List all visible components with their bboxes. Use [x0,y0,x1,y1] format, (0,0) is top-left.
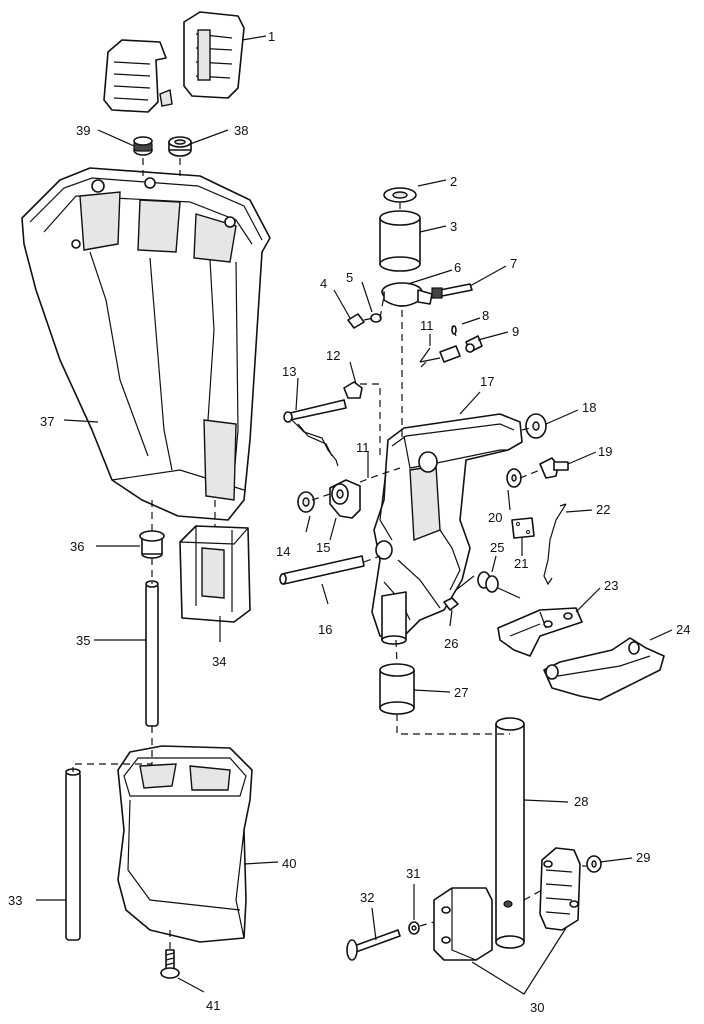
callout-33: 33 [8,893,22,908]
callout-20: 20 [488,510,502,525]
callout-41: 41 [206,998,220,1013]
callout-21: 21 [514,556,528,571]
part-8-pin [451,325,457,337]
part-33-tube [65,768,81,941]
part-1-cover-pair [103,11,245,113]
part-19-bolt [539,457,569,479]
callout-26: 26 [444,636,458,651]
leader-lines [36,35,673,995]
callout-23: 23 [604,578,618,593]
part-13-rod [283,399,347,467]
part-39-nut [133,136,153,156]
part-24-lever [543,637,665,701]
part-22-spring-wire [543,503,567,586]
callout-34: 34 [212,654,226,669]
part-31-washer [408,921,420,935]
callout-32: 32 [360,890,374,905]
callout-2: 2 [450,174,457,189]
part-26-screw [443,597,459,611]
callout-19: 19 [598,444,612,459]
callout-7: 7 [510,256,517,271]
callout-16: 16 [318,622,332,637]
part-25-spring [455,571,521,599]
part-17-swivel-bracket [371,413,523,645]
callout-5: 5 [346,270,353,285]
part-20-washer [506,468,522,488]
part-30-clamp-right [539,847,581,931]
part-5-washer [370,313,382,323]
part-15-bracket [329,479,361,519]
callout-31: 31 [406,866,420,881]
part-4-nut [347,313,365,329]
callout-22: 22 [596,502,610,517]
part-18-washer [525,413,547,439]
part-16-rod [279,555,365,585]
callout-11-lower: 11 [356,440,370,455]
part-32-bolt [346,929,401,961]
part-37-driveshaft-housing [21,167,271,521]
callout-30: 30 [530,1000,544,1015]
callout-labels: 1 39 38 2 3 6 7 4 5 8 9 11 12 13 17 18 3… [8,29,690,1015]
part-23-bracket [497,607,583,657]
callout-27: 27 [454,685,468,700]
callout-3: 3 [450,219,457,234]
callout-12: 12 [326,348,340,363]
part-12-fitting [343,381,363,399]
callout-14: 14 [276,544,290,559]
part-14-washer [297,491,315,513]
part-35-tube [145,580,159,727]
part-2-washer [383,187,417,203]
part-34-block [179,525,251,623]
part-28-tube [495,717,525,949]
callout-38: 38 [234,123,248,138]
callout-17: 17 [480,374,494,389]
callout-24: 24 [676,622,690,637]
callout-1: 1 [268,29,275,44]
callout-6: 6 [454,260,461,275]
callout-18: 18 [582,400,596,415]
part-6-clamp [381,282,433,307]
callout-4: 4 [320,276,327,291]
callout-15: 15 [316,540,330,555]
callout-9: 9 [512,324,519,339]
callout-29: 29 [636,850,650,865]
callout-11-upper: 11 [420,318,434,333]
callout-28: 28 [574,794,588,809]
callout-8: 8 [482,308,489,323]
part-40-lower-housing [117,745,253,943]
part-27-bushing [379,663,415,715]
part-9-fitting [465,335,483,353]
part-29-washer [586,855,602,873]
part-21-plate [511,517,535,539]
part-36-grommet [139,530,165,559]
callout-25: 25 [490,540,504,555]
callout-39: 39 [76,123,90,138]
callout-35: 35 [76,633,90,648]
callout-37: 37 [40,414,54,429]
part-7-bolt [431,283,473,299]
callout-40: 40 [282,856,296,871]
part-11-upper-pin [419,345,461,363]
callout-13: 13 [282,364,296,379]
part-38-washer [168,136,192,157]
part-3-bushing [379,210,421,272]
part-30-clamp-left [433,887,493,961]
assembly-centerlines [72,158,588,950]
callout-36: 36 [70,539,84,554]
part-41-screw [160,949,180,979]
